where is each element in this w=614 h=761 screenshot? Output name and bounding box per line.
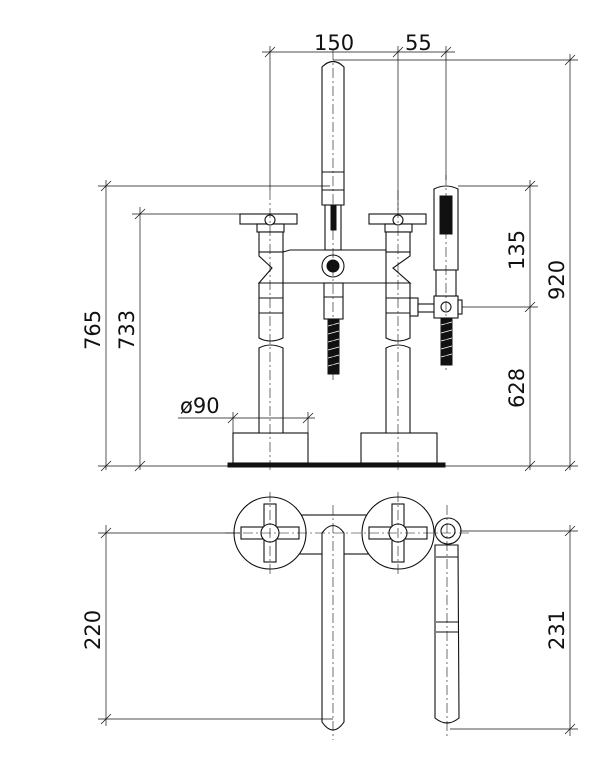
dim-150: 150 <box>314 31 354 55</box>
dim-920: 920 <box>545 260 569 300</box>
deck-plate <box>227 462 446 468</box>
front-elevation <box>227 50 463 470</box>
dim-628: 628 <box>505 368 529 408</box>
dim-231: 231 <box>545 610 569 650</box>
right-base <box>360 432 438 464</box>
left-base <box>232 432 309 464</box>
spout <box>321 60 345 206</box>
dim-733: 733 <box>115 310 139 350</box>
left-column <box>258 282 284 342</box>
dim-765: 765 <box>81 310 105 350</box>
plan-view <box>225 492 470 740</box>
dim-220: 220 <box>81 610 105 650</box>
dim-diameter-90: ø90 <box>180 394 220 418</box>
front-dimensions: 150 55 765 733 ø90 135 920 628 <box>81 31 578 472</box>
dim-135: 135 <box>505 230 529 270</box>
plan-dimensions: 220 231 <box>81 525 578 736</box>
dim-55: 55 <box>405 31 432 55</box>
spout-hose <box>327 318 340 375</box>
